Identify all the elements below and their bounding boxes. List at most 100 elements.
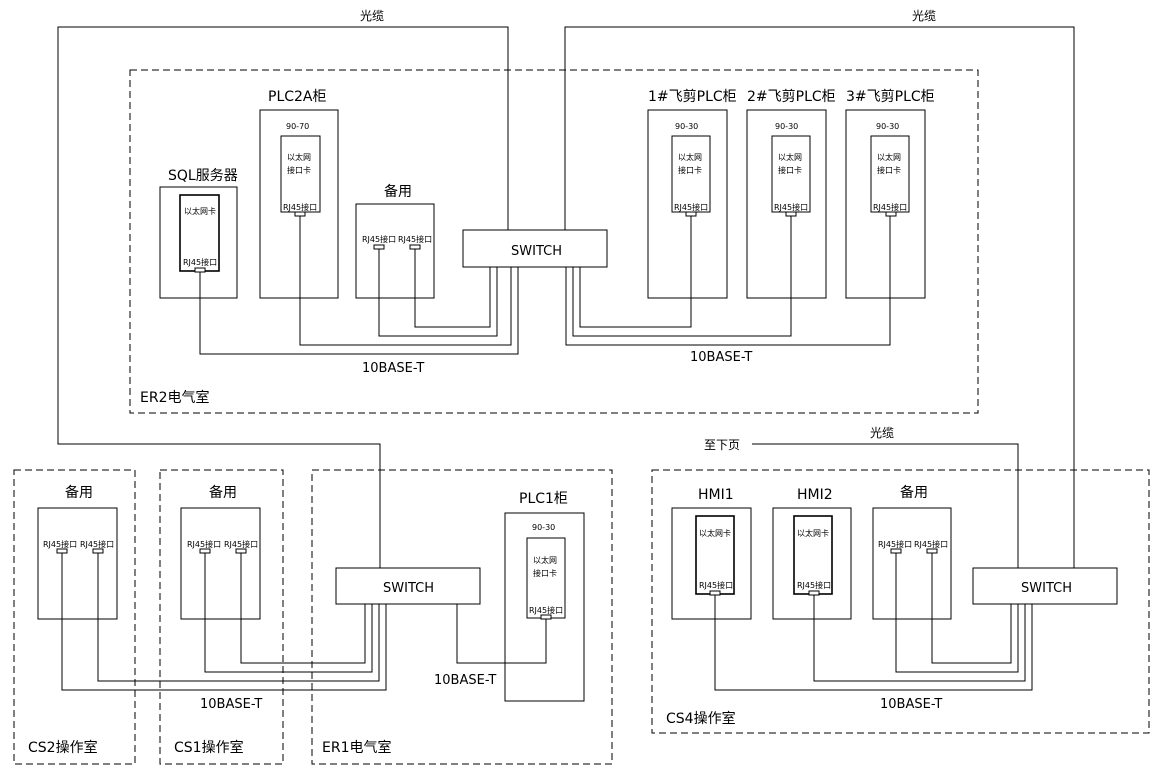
cs2-rj45-label-a: RJ45接口 xyxy=(43,539,77,549)
cs1-spare-cabinet xyxy=(180,507,261,620)
hmi1-rj45-port xyxy=(709,590,721,596)
cs4-spare-label: 备用 xyxy=(900,484,928,501)
plc2a-nic-label-1: 以太网 xyxy=(287,152,311,162)
plc1-rj45-port xyxy=(540,614,552,620)
cs1-spare-label: 备用 xyxy=(209,484,237,501)
plc1-rj45-label: RJ45接口 xyxy=(529,605,563,615)
shear2-rj45-port xyxy=(785,211,797,217)
cs4-rj45-port-b xyxy=(926,548,938,554)
cs4-switch xyxy=(972,567,1118,605)
hmi2-nic-card xyxy=(793,515,833,595)
er2-spare-cabinet xyxy=(355,203,435,299)
hmi1-label: HMI1 xyxy=(698,487,734,503)
er2-cable-shear3 xyxy=(565,216,891,346)
plc1-nic-label-2: 接口卡 xyxy=(533,568,557,578)
er2-spare-rj45-label-b: RJ45接口 xyxy=(398,234,432,244)
er1-cable-cs2-b xyxy=(97,553,380,682)
shear1-nic-card xyxy=(671,135,711,213)
er2-cable-spare-a xyxy=(378,249,498,337)
room-cs1-label: CS1操作室 xyxy=(174,739,244,756)
shear3-rj45-port xyxy=(885,211,897,217)
room-cs2-label: CS2操作室 xyxy=(28,739,98,756)
cs2-rj45-port-b xyxy=(92,548,104,554)
fiber-link-left xyxy=(57,26,509,570)
shear3-label: 3#飞剪PLC柜 xyxy=(846,89,935,105)
sql-rj45-label: RJ45接口 xyxy=(183,257,217,267)
er1-switch-label: SWITCH xyxy=(383,581,434,596)
room-er1 xyxy=(311,469,613,765)
plc2a-rj45-port xyxy=(294,211,306,217)
shear3-rj45-label: RJ45接口 xyxy=(873,202,907,212)
shear2-label: 2#飞剪PLC柜 xyxy=(747,89,836,105)
cs4-rj45-port-a xyxy=(890,548,902,554)
cs4-cable-hmi2 xyxy=(813,595,1026,682)
room-cs4 xyxy=(651,469,1150,734)
hmi2-label: HMI2 xyxy=(797,487,833,503)
er1-net-label-right: 10BASE-T xyxy=(434,673,496,688)
cs1-rj45-port-b xyxy=(235,548,247,554)
shear1-label: 1#飞剪PLC柜 xyxy=(648,89,737,105)
cs2-spare-cabinet xyxy=(37,507,118,620)
sql-nic-card xyxy=(179,194,220,272)
room-cs4-label: CS4操作室 xyxy=(666,710,736,727)
plc2a-nic-card xyxy=(280,135,321,213)
cs2-rj45-label-b: RJ45接口 xyxy=(80,539,114,549)
hmi1-nic-card xyxy=(695,515,735,595)
er2-spare-label: 备用 xyxy=(384,183,412,200)
hmi1-nic-label: 以太网卡 xyxy=(699,528,731,538)
cs4-net-label: 10BASE-T xyxy=(880,697,942,712)
plc2a-model: 90-70 xyxy=(286,122,309,131)
fiber-link-next-page xyxy=(752,443,1019,568)
shear1-nic-label-2: 接口卡 xyxy=(678,165,702,175)
shear2-model: 90-30 xyxy=(775,122,798,131)
room-cs2 xyxy=(13,469,136,765)
shear2-nic-card xyxy=(771,135,811,213)
plc1-nic-card xyxy=(526,537,566,619)
cs4-cable-spare-b xyxy=(931,553,1012,664)
er1-cable-cs1-b xyxy=(240,553,366,664)
hmi2-rj45-label: RJ45接口 xyxy=(797,580,831,590)
er2-switch-label: SWITCH xyxy=(511,244,562,259)
shear1-rj45-port xyxy=(685,211,697,217)
plc2a-label: PLC2A柜 xyxy=(268,89,327,105)
er2-spare-rj45-label-a: RJ45接口 xyxy=(362,234,396,244)
er1-switch xyxy=(335,567,481,605)
cs1-rj45-port-a xyxy=(199,548,211,554)
cs4-cable-spare-a xyxy=(895,553,1019,673)
shear2-rj45-label: RJ45接口 xyxy=(774,202,808,212)
plc2a-nic-label-2: 接口卡 xyxy=(287,165,311,175)
plc1-nic-label-1: 以太网 xyxy=(533,555,557,565)
cs1-rj45-label-b: RJ45接口 xyxy=(224,539,258,549)
cs4-spare-cabinet xyxy=(872,507,952,620)
cs4-cable-hmi1 xyxy=(714,595,1033,691)
er1-cable-plc1 xyxy=(456,604,547,664)
er2-spare-rj45-port-a xyxy=(373,244,385,250)
shear3-model: 90-30 xyxy=(876,122,899,131)
shear1-nic-label-1: 以太网 xyxy=(678,152,702,162)
cs2-spare-label: 备用 xyxy=(65,484,93,501)
er2-cable-sql xyxy=(199,267,519,355)
shear3-nic-label-1: 以太网 xyxy=(877,152,901,162)
er2-net-label-left: 10BASE-T xyxy=(362,361,424,376)
shear2-nic-label-1: 以太网 xyxy=(778,152,802,162)
plc1-model: 90-30 xyxy=(532,523,555,532)
er1-cable-cs2-a xyxy=(61,553,387,691)
shear3-nic-card xyxy=(870,135,910,213)
shear1-rj45-label: RJ45接口 xyxy=(674,202,708,212)
plc1-label: PLC1柜 xyxy=(519,491,568,507)
room-er2-label: ER2电气室 xyxy=(140,389,209,406)
shear2-nic-label-2: 接口卡 xyxy=(778,165,802,175)
er2-cable-shear1 xyxy=(579,216,692,328)
cs4-rj45-label-a: RJ45接口 xyxy=(878,539,912,549)
er2-cable-shear2 xyxy=(572,216,792,337)
shear1-model: 90-30 xyxy=(675,122,698,131)
fiber-label-next-page: 光缆 xyxy=(870,426,894,440)
room-cs1 xyxy=(159,469,284,765)
er2-spare-rj45-port-b xyxy=(409,244,421,250)
er2-cable-plc2a xyxy=(299,216,512,346)
sql-nic-label: 以太网卡 xyxy=(184,206,216,216)
fiber-link-right xyxy=(564,26,1075,568)
er1-cable-cs1-a xyxy=(204,553,373,673)
cs4-switch-label: SWITCH xyxy=(1021,581,1072,596)
